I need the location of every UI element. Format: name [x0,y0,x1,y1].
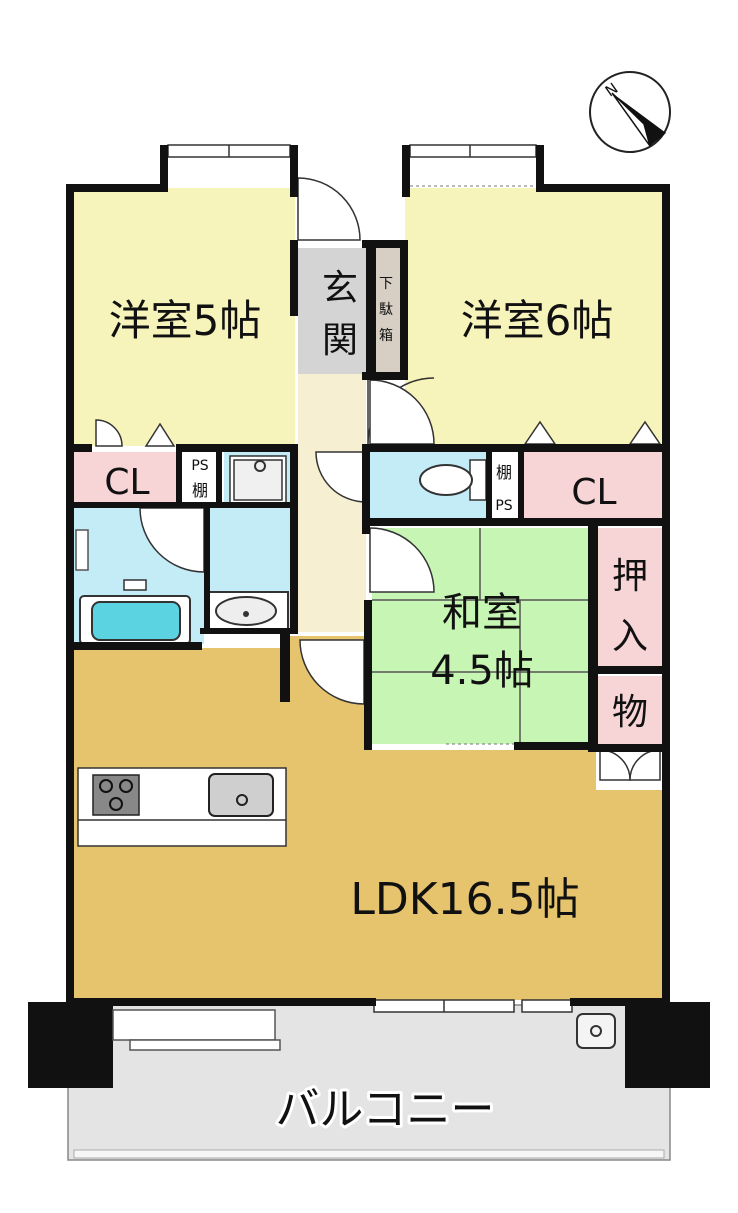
windows [167,144,573,1013]
storage-lower-floor [598,676,664,744]
balcony-area [28,1002,710,1161]
balcony-label: バルコニー [275,1084,494,1135]
shelf-right-label: 棚 [496,463,512,482]
storage-label-3: 物 [612,692,648,733]
western-room-6-floor [405,188,665,446]
walls [66,145,670,1006]
ps-left-label: PS [191,458,208,474]
ldk-label: LDK16.5帖 [350,874,579,925]
door-swings [95,177,662,781]
kitchen-counter [77,767,287,847]
storage-label-1: 押 [612,556,648,597]
north-compass: N [589,71,671,153]
western-room-5-floor [70,188,295,446]
shelf-left-label: 棚 [192,481,208,500]
entrance-floor [298,248,366,374]
washing-machine-icon [229,455,287,505]
entrance-label-top: 玄 [322,268,358,309]
entrance-label-bottom: 関 [322,320,358,361]
closet-left-label: CL [104,462,149,503]
ps-left-floor [180,452,220,508]
japanese-room-label-line1: 和室 [442,590,522,636]
ps-right-floor [490,452,520,520]
storage-upper-floor [598,528,664,666]
closet-right-label: CL [571,472,616,513]
closet-left-floor [70,452,178,502]
shoe-box-char-1: 下 [379,276,393,292]
japanese-room-label-line2: 4.5帖 [430,648,534,694]
washbasin-icon [207,591,289,631]
tatami-lines [372,528,588,744]
shoe-box-char-3: 箱 [379,328,393,344]
hallway-floor [298,374,366,632]
shoe-box-char-2: 駄 [379,302,393,318]
storage-label-2: 入 [612,616,648,657]
western-room-6-label: 洋室6帖 [461,296,614,345]
ps-right-label: PS [495,498,512,514]
western-room-5-label: 洋室5帖 [109,296,262,345]
toilet-icon [419,459,487,501]
closet-right-floor [522,452,664,520]
ldk-floor [74,636,664,1000]
balcony-sink-icon [576,1013,616,1049]
